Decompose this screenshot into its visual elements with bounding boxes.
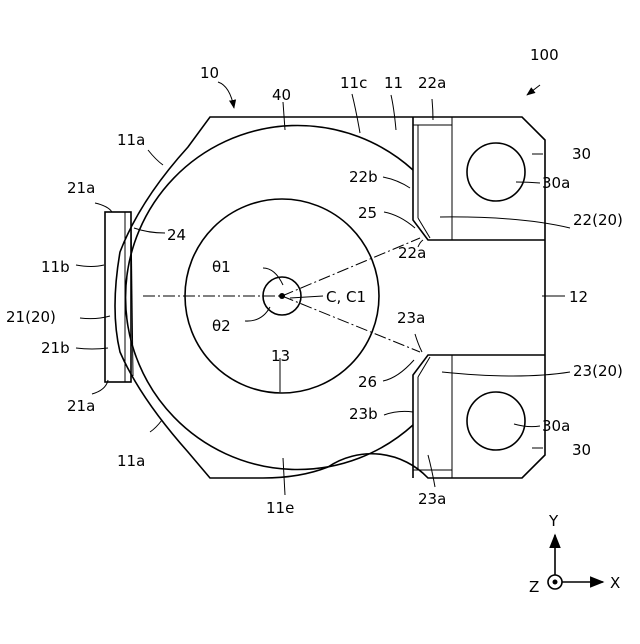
label-21a-bottom: 21a — [67, 397, 95, 415]
label-22-20: 22(20) — [573, 211, 623, 229]
label-23-20: 23(20) — [573, 362, 623, 380]
label-24: 24 — [167, 226, 186, 244]
label-10: 10 — [200, 64, 219, 82]
label-30-bottom: 30 — [572, 441, 591, 459]
label-25: 25 — [358, 204, 377, 222]
label-11: 11 — [384, 74, 403, 92]
label-11c: 11c — [340, 74, 367, 92]
leader-lines — [76, 82, 570, 495]
label-30a-top: 30a — [542, 174, 570, 192]
label-11a-bottom: 11a — [117, 452, 145, 470]
axis-label-z: Z — [529, 578, 539, 596]
hole-30a-top — [467, 143, 525, 201]
label-40: 40 — [272, 86, 291, 104]
label-23a-bottom: 23a — [418, 490, 446, 508]
label-21-20: 21(20) — [6, 308, 56, 326]
label-21a-top: 21a — [67, 179, 95, 197]
z-axis-dot — [553, 580, 558, 585]
label-26: 26 — [358, 373, 377, 391]
label-11b: 11b — [41, 258, 70, 276]
label-30-top: 30 — [572, 145, 591, 163]
label-13: 13 — [271, 347, 290, 365]
axis-label-x: X — [610, 574, 620, 592]
coordinate-axes — [548, 535, 603, 589]
block-22 — [413, 117, 545, 240]
label-21b: 21b — [41, 339, 70, 357]
label-22a-mid: 22a — [398, 244, 426, 262]
hole-30a-bottom — [467, 392, 525, 450]
label-theta1: θ1 — [212, 258, 231, 276]
label-c-c1: C, C1 — [326, 288, 366, 306]
label-22a-top: 22a — [418, 74, 446, 92]
attachment-21 — [105, 212, 131, 382]
label-theta2: θ2 — [212, 317, 231, 335]
label-23b: 23b — [349, 405, 378, 423]
label-22b: 22b — [349, 168, 378, 186]
label-11a-top: 11a — [117, 131, 145, 149]
label-100: 100 — [530, 46, 559, 64]
axis-label-y: Y — [548, 512, 559, 530]
label-11e: 11e — [266, 499, 294, 517]
label-23a-mid: 23a — [397, 309, 425, 327]
label-30a-bottom: 30a — [542, 417, 570, 435]
label-12: 12 — [569, 288, 588, 306]
